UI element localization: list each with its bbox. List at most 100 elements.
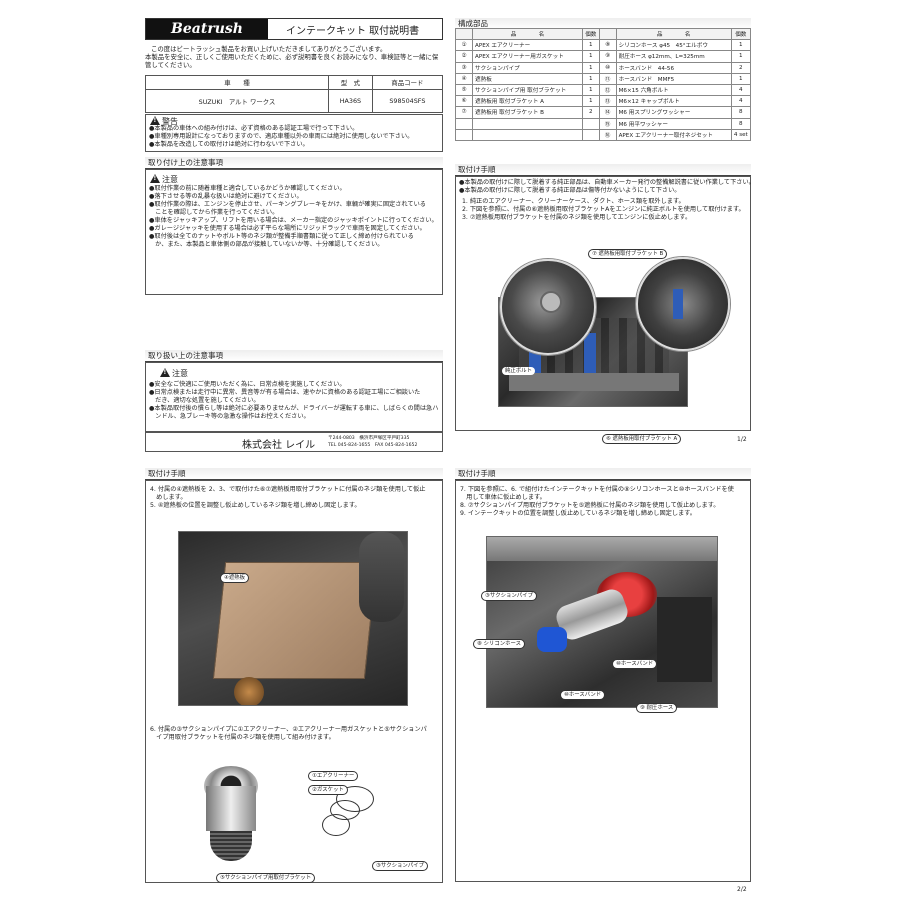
part-name: 遮熱板	[472, 72, 583, 85]
install-caution-title: 注意	[162, 175, 178, 184]
part-qty: 4	[730, 95, 752, 108]
warning-line-2: ●車種別専用設計になっておりますので、適応車種以外の車両には絶対に使用しないで下…	[149, 133, 414, 140]
parts-col-name-right: 品 名	[615, 27, 732, 41]
install-caution-line-5: ●車体をジャッキアップ、リフトを用いる場合は、メーカー指定のジャッキポイントに行…	[149, 217, 438, 224]
part-name	[472, 117, 583, 130]
part-qty: 1	[582, 95, 600, 108]
product-code: S98504SFS	[371, 89, 444, 113]
part-name: APEX エアクリーナー取付ネジセット	[615, 128, 732, 141]
part-name: 遮熱板用 取付ブラケット B	[472, 106, 583, 119]
handling-caution-title: 注意	[172, 369, 188, 378]
proc3-line-4: 9. インテークキットの位置を調整し仮止めしているネジ類を増し締めし固定します。	[460, 510, 696, 517]
caution-icon	[150, 174, 160, 183]
part-qty: 2	[582, 106, 600, 119]
part-number: ①	[455, 39, 473, 52]
part-name: APEX エアクリーナー	[472, 39, 583, 52]
warning-line-3: ●本製品を改造しての取付けは絶対に行わないで下さい。	[149, 141, 309, 148]
proc1-line-2: ●本製品の取付けに際して脱着する純正部品は傷等付かないようにして下さい。	[459, 187, 681, 194]
proc1-line-1: ●本製品の取付けに際して脱着する純正部品は、自動車メーカー発行の整備解説書に従い…	[459, 179, 755, 186]
handling-caution-line-5: ンドル、急ブレーキ等の急激な操作はお控えください。	[149, 413, 310, 420]
proc2-line-6b: イプ用取付ブラケットを付属のネジ類を使用して組み付けます。	[150, 734, 335, 741]
callout-suction-pipe-3: ③サクションパイプ	[481, 591, 537, 601]
vehicle-header-type: 型 式	[328, 75, 373, 90]
install-caution-header: 取り付け上の注意事項	[145, 157, 443, 169]
part-number: ⑦	[455, 106, 473, 119]
proc3-line-2: 用して車体に仮止めします。	[460, 494, 546, 501]
heat-shield-photo	[178, 531, 408, 706]
page-number-1: 1/2	[737, 436, 747, 443]
proc3-line-1: 7. 下図を参照に、6. で組付けたインテークキットを付属の⑧シリコンホースと⑩…	[460, 486, 734, 493]
callout-air-cleaner: ①エアクリーナー	[308, 771, 359, 781]
zoom-inset-left	[500, 259, 596, 355]
install-caution-box: 注意 ●取付作業の前に随着車種と適合しているかどうか確認してください。 ●落下さ…	[145, 169, 443, 295]
brand-logo: Beatrush	[146, 19, 268, 39]
callout-stock-bolt: 純正ボルト	[502, 367, 535, 375]
callout-silicone-hose: ⑧ シリコンホース	[473, 639, 526, 649]
part-number: ⑤	[455, 83, 473, 97]
part-qty: 1	[582, 83, 600, 97]
part-name: サクションパイプ	[472, 61, 583, 74]
part-number: ④	[455, 72, 473, 85]
warning-line-1: ●本製品の車体への組み付けは、必ず資格のある認証工場で行って下さい。	[149, 125, 359, 132]
proc2-line-1: 4. 付属の④遮熱板を 2、3、で取付けた⑥⑦遮熱板用取付ブラケットに付属のネジ…	[150, 486, 426, 493]
callout-pressure-hose: ⑨ 耐圧ホース	[636, 703, 678, 713]
part-name: シリコンホース φ45 45°エルボウ	[615, 39, 732, 52]
callout-gasket: ②ガスケット	[308, 785, 348, 795]
vehicle-header-code: 商品コード	[371, 75, 444, 90]
proc2-line-6a: 6. 付属の③サクションパイプに①エアクリーナー、②エアクリーナー用ガスケットと…	[150, 726, 427, 733]
callout-hose-band-1: ⑩ホースバンド	[612, 659, 658, 669]
part-number: ⑨	[598, 50, 617, 63]
page-number-2: 2/2	[737, 886, 747, 893]
part-qty: 1	[730, 50, 752, 63]
intake-assembly-photo	[196, 766, 266, 866]
install-caution-line-6: ●ガレージジャッキを使用する場合は必ず平らな場所にリジッドラックで車両を固定して…	[149, 225, 426, 232]
proc2-line-2: めします。	[150, 494, 187, 501]
callout-hose-band-2: ⑩ホースバンド	[560, 690, 606, 700]
handling-caution-box: 注意 ●安全なご快適にご使用いただく為に、日常点検を実施してください。 ●日常点…	[145, 362, 443, 432]
part-name: M6×15 六角ボルト	[615, 83, 732, 97]
part-name: M6 用スプリングワッシャー	[615, 106, 732, 119]
part-number: ⑥	[455, 95, 473, 108]
install-caution-line-7: ●取付後は全てのナットやボルト等のネジ類が整備手順書類に従って正しく締め付けられ…	[149, 233, 414, 240]
parts-col-qty-left: 個数	[582, 27, 600, 41]
proc2-line-3: 5. ④遮熱板の位置を調整し仮止めしているネジ類を増し締めし固定します。	[150, 502, 361, 509]
company-tel: TEL 045-824-1655 FAX 045-824-1652	[328, 443, 418, 448]
proc3-line-3: 8. ⑦サクションパイプ用取付ブラケットを⑤遮熱板に付属のネジ類を使用して仮止め…	[460, 502, 720, 509]
proc1-line-4: 2. 下図を参照に、付属の⑥遮熱板用取付ブラケットAをエンジンに純正ボルトを使用…	[462, 206, 745, 213]
part-number: ⑫	[598, 83, 617, 97]
install-caution-line-3: ●取付作業の際は、エンジンを停止させ、パーキングブレーキをかけ、車輌が確実に固定…	[149, 201, 426, 208]
part-number: ②	[455, 50, 473, 63]
procedure2-header: 取付け手順	[145, 468, 443, 480]
page2-left: 取付け手順 4. 付属の④遮熱板を 2、3、で取付けた⑥⑦遮熱板用取付ブラケット…	[145, 468, 443, 888]
part-number	[455, 117, 473, 130]
part-number: ⑮	[598, 117, 617, 130]
part-qty: 8	[730, 106, 752, 119]
part-name: ホースバンド 44-56	[615, 61, 732, 74]
part-qty	[582, 128, 600, 141]
callout-bracket-b: ⑦ 遮熱板用取付ブラケット B	[588, 249, 668, 259]
page2-right: 取付け手順 7. 下図を参照に、6. で組付けたインテークキットを付属の⑧シリコ…	[455, 468, 751, 893]
parts-col-qty-right: 個数	[730, 27, 752, 41]
part-qty: 1	[582, 72, 600, 85]
part-number: ⑬	[598, 95, 617, 108]
procedure3-box: 7. 下図を参照に、6. で組付けたインテークキットを付属の⑧シリコンホースと⑩…	[455, 480, 751, 882]
install-caution-line-2: ●落下させる等の乱暴な扱いは絶対に避けてください。	[149, 193, 303, 200]
intro-line-2: 本製品を安全に、正しくご使用いただくために、必ず説明書を良くお読みになり、車検証…	[145, 53, 439, 61]
vehicle-type: HA36S	[328, 89, 373, 113]
part-number: ⑩	[598, 61, 617, 74]
part-qty: 1	[582, 50, 600, 63]
part-qty: 8	[730, 117, 752, 130]
parts-col-name-left: 品 名	[472, 27, 583, 41]
part-qty: 4	[730, 83, 752, 97]
caution-icon	[160, 368, 170, 377]
procedure1-header: 取付け手順	[455, 164, 751, 176]
handling-caution-line-3: だき、適切な処置を施してください。	[149, 397, 260, 404]
